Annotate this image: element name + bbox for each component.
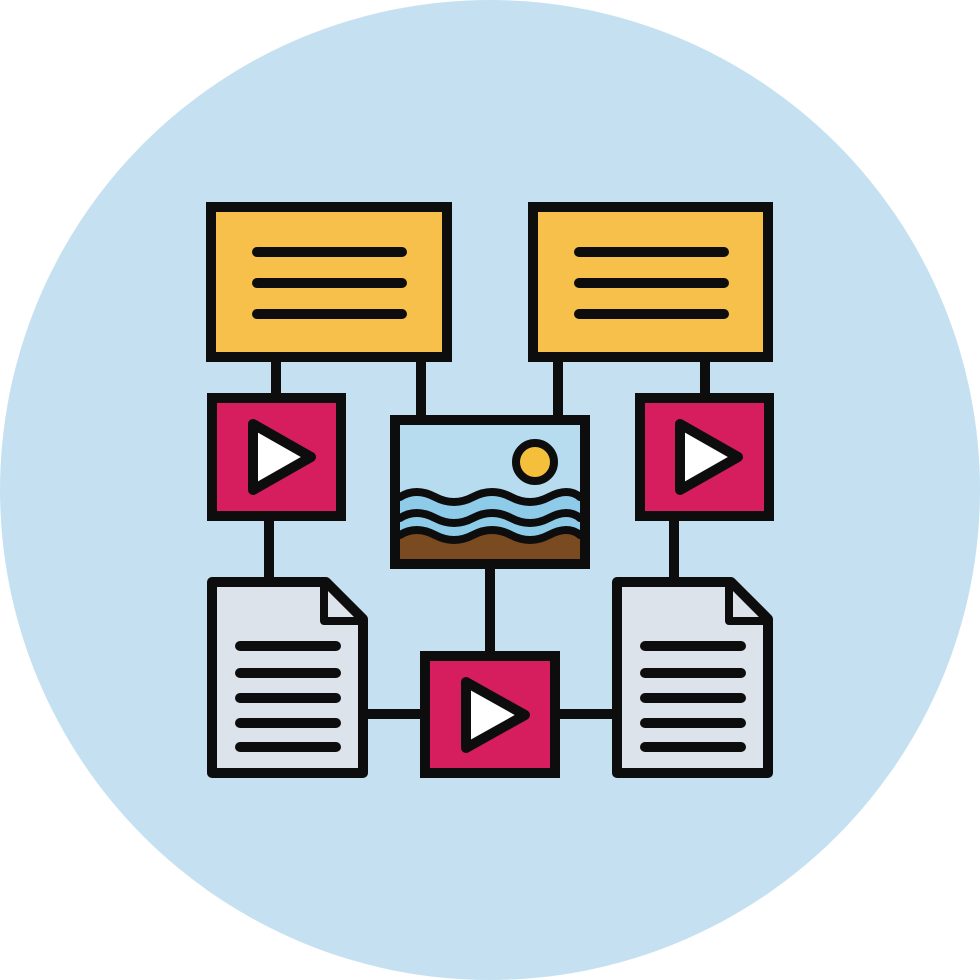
video-icon xyxy=(420,651,560,778)
document-icon xyxy=(207,577,368,778)
text-card-icon xyxy=(528,202,773,362)
video-icon xyxy=(207,393,346,521)
connector-lines xyxy=(264,358,710,719)
document-icon xyxy=(612,577,773,778)
video-icon xyxy=(635,393,774,521)
image-icon xyxy=(390,415,590,569)
sun-icon xyxy=(512,439,558,485)
text-card-icon xyxy=(206,202,452,362)
